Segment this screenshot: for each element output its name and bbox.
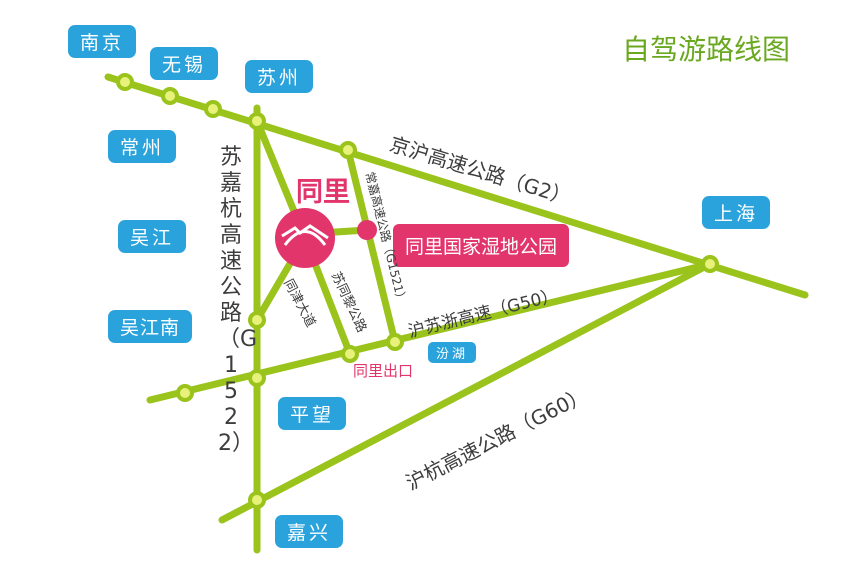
map-title: 自驾游路线图 [622,33,791,66]
node-nanjing [116,73,134,91]
node-tongli-exit [341,345,359,363]
road-label-g1522: 苏嘉杭高速公路（G1522） [218,145,258,456]
road-g2 [104,73,809,299]
node-suzhou [248,112,266,130]
wetland-dot [357,220,377,240]
node-wuxi [161,87,179,105]
road-g50 [146,260,714,404]
city-shanghai: 上海 [702,196,771,229]
node-wujiangnan [248,311,266,329]
node-shanghai [701,255,719,273]
node-changzhou [204,100,222,118]
tongli-bridge-icon [281,224,329,246]
wetland-park-label: 同里国家湿地公园 [393,224,570,267]
city-wuxi: 无锡 [150,47,219,80]
node-pingwang [248,369,266,387]
city-changzhou: 常州 [108,130,177,163]
tongli-exit-label: 同里出口 [353,362,414,380]
city-fenhu: 汾湖 [428,342,477,363]
node-g1521 [339,141,357,159]
road-g60 [218,260,714,524]
tongli-label: 同里 [296,177,350,208]
node-g50-west [176,384,194,402]
city-pingwang: 平望 [278,397,347,430]
city-wujiangnan: 吴江南 [108,310,193,343]
city-wujiang: 吴江 [118,220,187,253]
city-suzhou: 苏州 [245,60,314,93]
city-nanjing: 南京 [68,25,137,58]
node-fenhu [386,333,404,351]
node-jiaxing [248,491,266,509]
tongli-icon [275,208,335,268]
road-g1521 [344,146,399,346]
city-jiaxing: 嘉兴 [275,515,344,548]
